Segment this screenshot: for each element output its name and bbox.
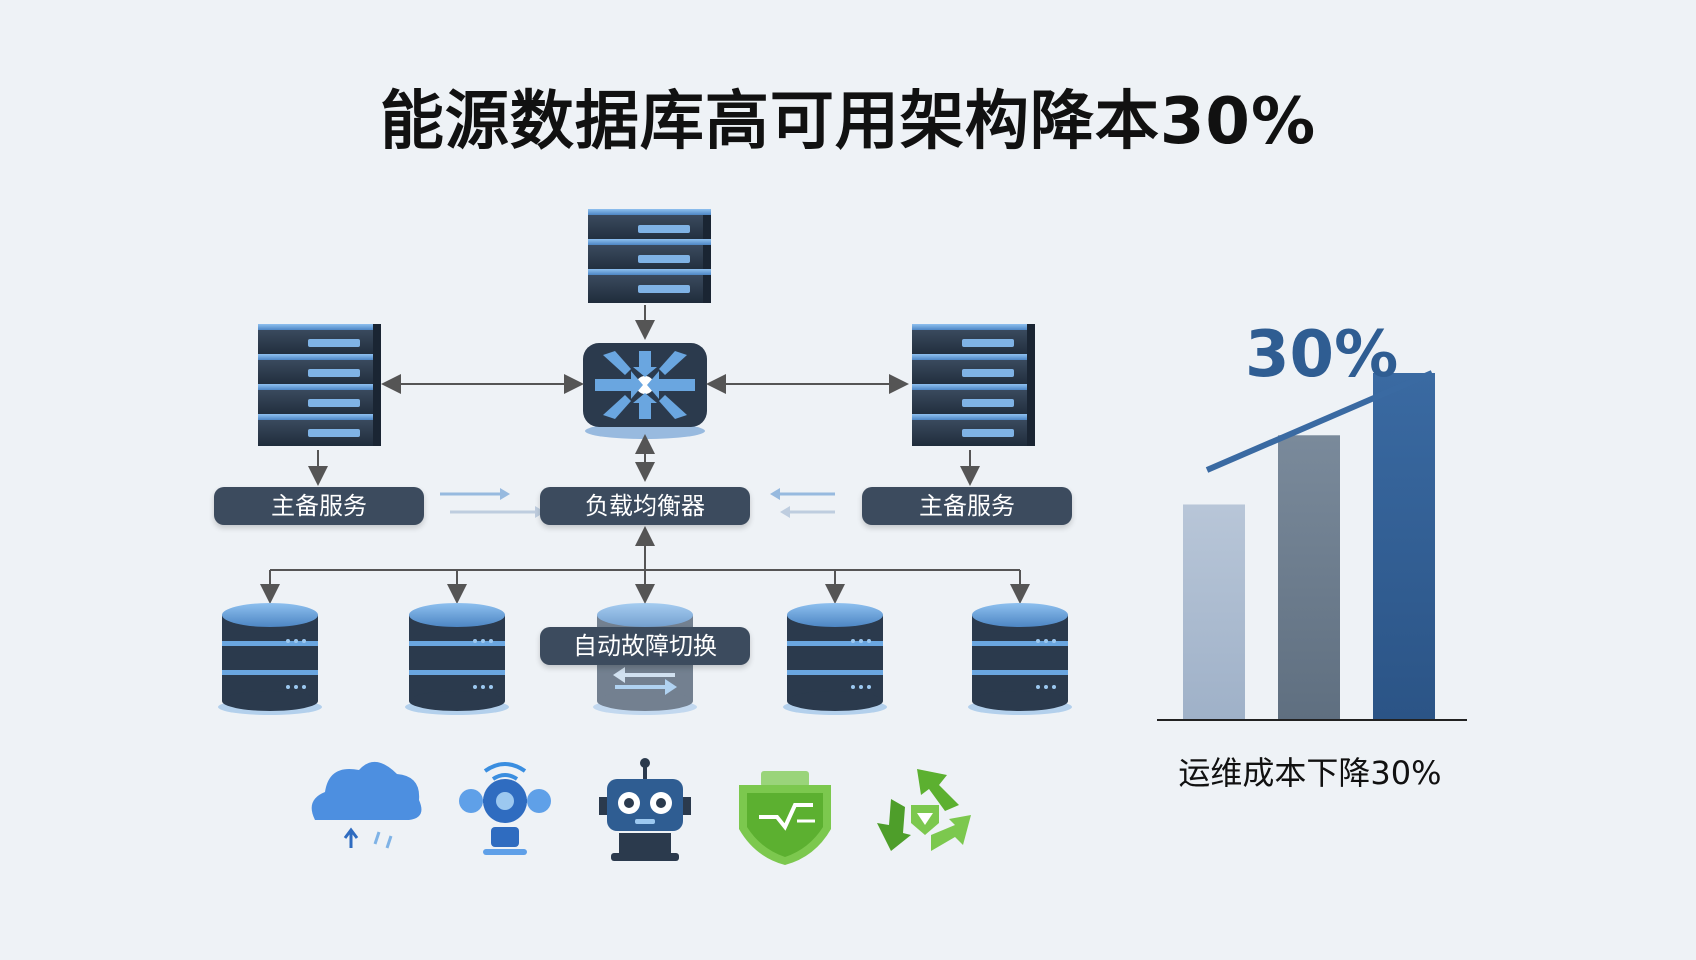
load-balancer-node: 负载均衡器 <box>540 487 750 525</box>
recycle-icon <box>877 769 971 851</box>
network-hub-icon <box>459 762 551 855</box>
shield-icon <box>739 771 831 865</box>
load-balancer-device-icon <box>583 343 707 439</box>
robot-icon <box>599 758 691 861</box>
database-1-icon <box>218 603 322 715</box>
database-2-icon <box>405 603 509 715</box>
trend-line <box>1205 370 1434 473</box>
connector-arrows <box>260 305 1030 604</box>
chart-headline: 30% <box>1245 318 1399 392</box>
cost-bar-3 <box>1373 373 1435 719</box>
database-5-icon <box>968 603 1072 715</box>
cost-chart <box>1157 370 1467 721</box>
left-server-rack <box>258 324 381 446</box>
failover-node: 自动故障切换 <box>540 627 750 665</box>
page-title: 能源数据库高可用架构降本30% <box>379 85 1317 159</box>
database-4-icon <box>783 603 887 715</box>
chart-caption: 运维成本下降30% <box>1178 754 1442 792</box>
sync-arrows-right-icon <box>770 488 835 518</box>
cost-bar-1 <box>1183 504 1245 719</box>
cost-bar-2 <box>1278 435 1340 719</box>
top-server-rack <box>588 209 711 303</box>
right-server-rack <box>912 324 1035 446</box>
cloud-icon <box>311 761 422 849</box>
sync-arrows-left-icon <box>440 488 545 518</box>
primary-standby-right-node: 主备服务 <box>862 487 1072 525</box>
primary-standby-left-node: 主备服务 <box>214 487 424 525</box>
